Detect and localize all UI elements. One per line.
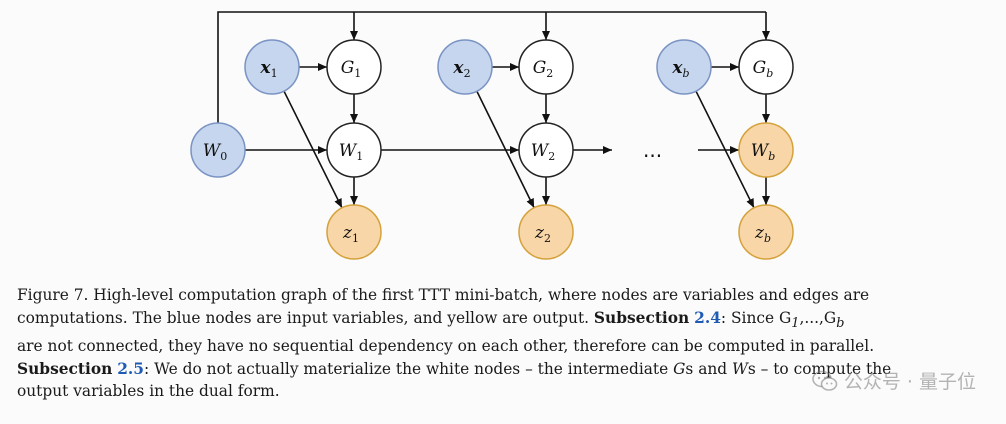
node-x2: x2: [437, 39, 493, 95]
node-label: W0: [203, 141, 227, 163]
caption-line-1: Figure 7. High-level computation graph o…: [17, 286, 870, 304]
node-circle: [518, 122, 574, 178]
node-label: Wb: [751, 141, 776, 163]
node-circle: [326, 204, 382, 260]
subsection-label: Subsection: [593, 308, 690, 327]
node-circle: [738, 204, 794, 260]
node-w2: W2: [518, 122, 574, 178]
node-label: W1: [339, 141, 363, 163]
node-label: z1: [342, 223, 359, 245]
node-label: x1: [259, 58, 277, 80]
node-circle: [326, 122, 382, 178]
node-circle: [518, 204, 574, 260]
node-label: xb: [671, 58, 689, 80]
node-label: Gb: [753, 58, 774, 80]
watermark: 公众号 · 量子位: [812, 367, 976, 394]
caption-line-5: output variables in the dual form.: [17, 382, 280, 401]
node-circle: [656, 39, 712, 95]
node-label: zb: [754, 223, 771, 245]
edge-x2-z2: [476, 90, 535, 209]
edge-x1-z1: [283, 90, 343, 209]
node-w1: W1: [326, 122, 382, 178]
node-z2: z2: [518, 204, 574, 260]
node-g1: G1: [326, 39, 382, 95]
node-circle: [326, 39, 382, 95]
edge-w0-bus: [217, 11, 766, 123]
node-label: z2: [534, 223, 551, 245]
node-circle: [244, 39, 300, 95]
node-label: x2: [452, 58, 470, 80]
node-x1: x1: [244, 39, 300, 95]
node-w0: W0: [190, 122, 246, 178]
graph-edges: [217, 11, 770, 209]
subsection-link-2-4[interactable]: 2.4: [694, 308, 721, 327]
node-label: G1: [341, 58, 362, 80]
caption-line-3: are not connected, they have no sequenti…: [17, 337, 875, 356]
node-label: W2: [531, 141, 555, 163]
node-circle: [738, 122, 794, 178]
caption-line-4: Subsection 2.5: We do not actually mater…: [17, 359, 892, 378]
node-circle: [738, 39, 794, 95]
watermark-text: 公众号 · 量子位: [843, 371, 976, 393]
node-xb: xb: [656, 39, 712, 95]
node-label: G2: [533, 58, 554, 80]
figure-caption: Figure 7. High-level computation graph o…: [17, 284, 979, 403]
node-zb: zb: [738, 204, 794, 260]
caption-line-2: computations. The blue nodes are input v…: [17, 308, 845, 331]
node-circle: [518, 39, 574, 95]
node-circle: [190, 122, 246, 178]
wechat-icon: [812, 370, 838, 392]
subsection-link-2-5[interactable]: 2.5: [117, 359, 144, 378]
node-z1: z1: [326, 204, 382, 260]
node-g2: G2: [518, 39, 574, 95]
node-gb: Gb: [738, 39, 794, 95]
node-circle: [437, 39, 493, 95]
subsection-label: Subsection: [17, 359, 113, 378]
node-wb: Wb: [738, 122, 794, 178]
ellipsis-text: ...: [643, 138, 662, 162]
